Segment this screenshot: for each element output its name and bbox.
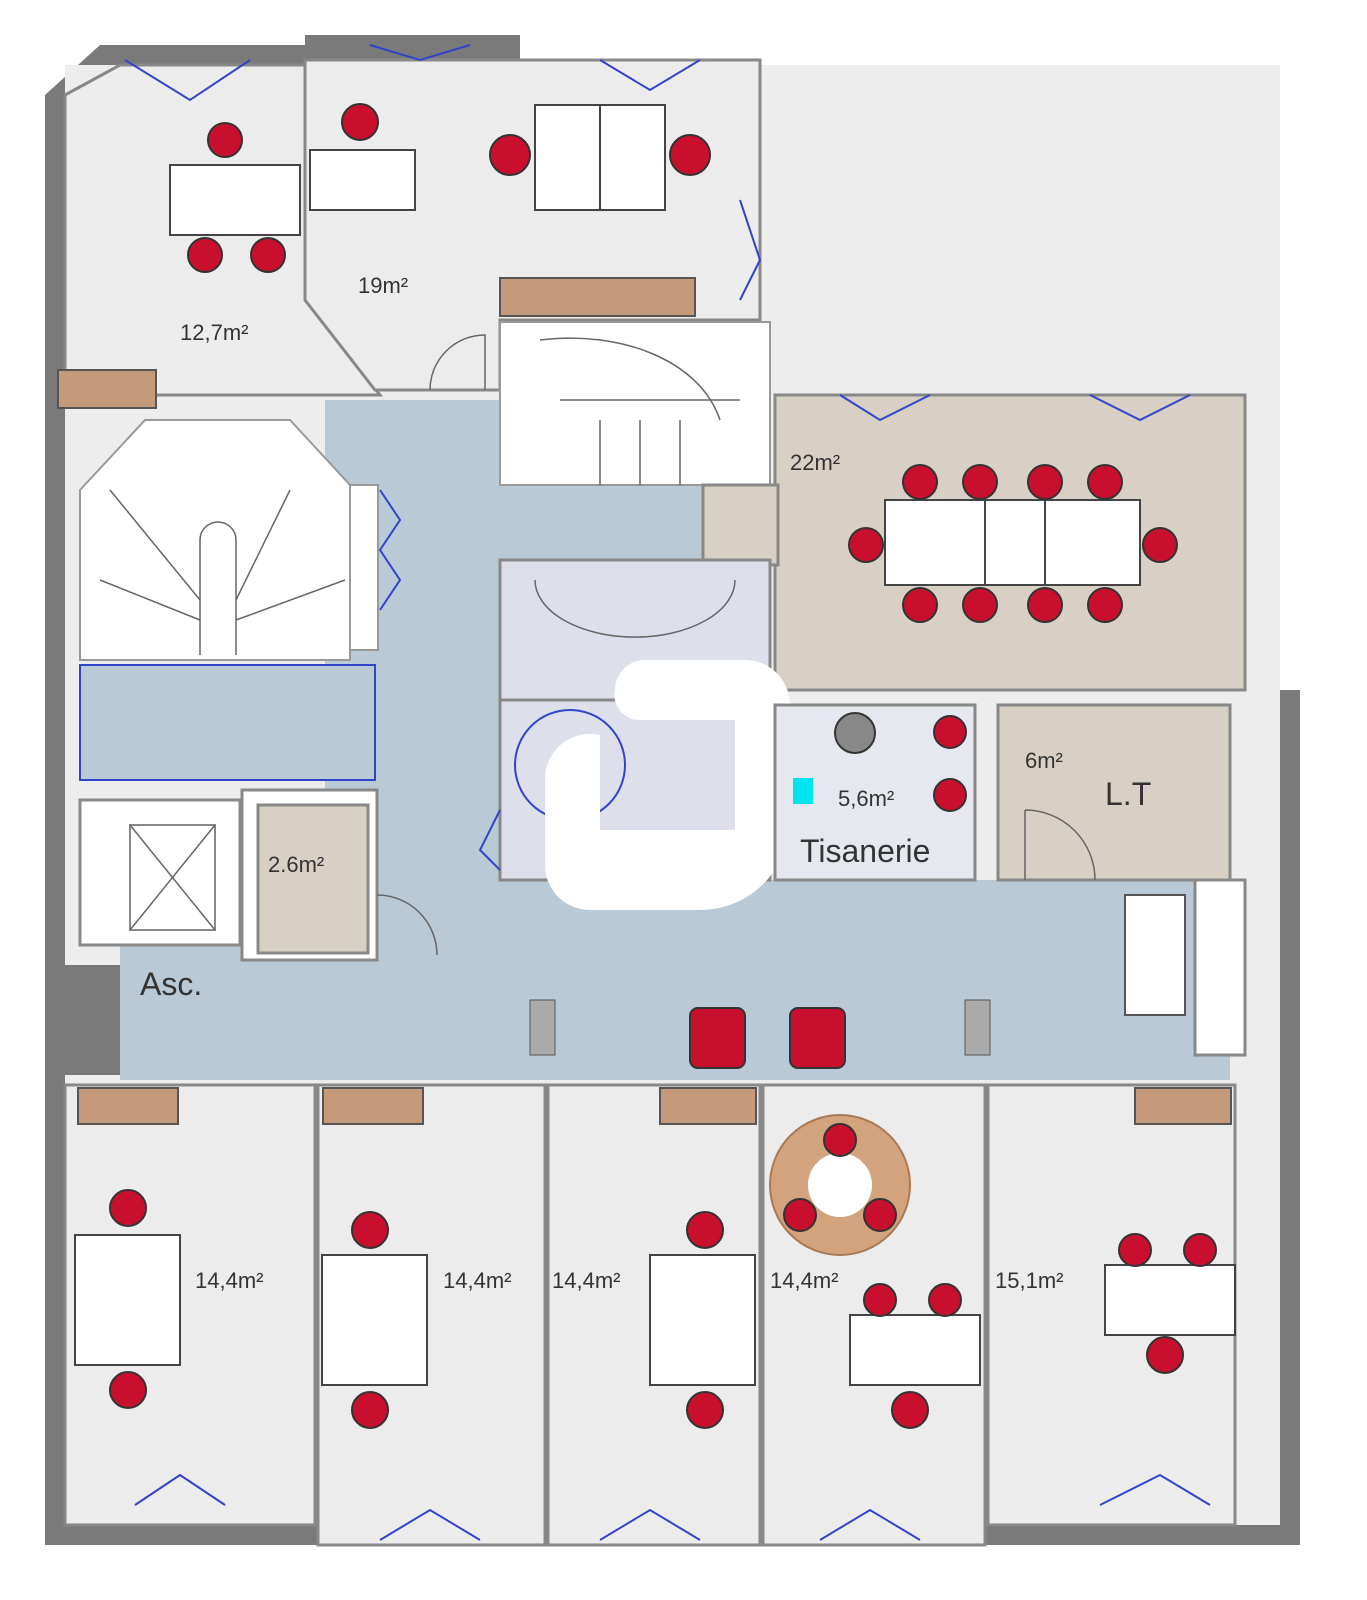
tisanerie: 5,6m² Tisanerie [773, 703, 977, 882]
room-label-b5: 15,1m² [995, 1268, 1063, 1293]
room-label-top-left: 12,7m² [180, 320, 248, 345]
room-label-top-center: 19m² [358, 273, 408, 298]
bottom-offices: 14,4m² 14,4m² 14,4m² 14,4m² 15,1m² [63, 1083, 1237, 1547]
corridor-furniture [65, 878, 1247, 1075]
room-label-meeting: 22m² [790, 450, 840, 475]
room-label-b3: 14,4m² [552, 1268, 620, 1293]
stairs-top [499, 321, 771, 486]
logo-watermark [544, 660, 790, 910]
office-top-left: 12,7m² [57, 59, 384, 409]
elevator: Asc. [78, 798, 242, 1002]
room-label-b1: 14,4m² [195, 1268, 263, 1293]
lt-room: 6m² L.T [996, 703, 1232, 882]
room-label-storage: 2.6m² [268, 852, 324, 877]
room-label-b4: 14,4m² [770, 1268, 838, 1293]
meeting-chairs [848, 464, 1178, 623]
room-label-b2: 14,4m² [443, 1268, 511, 1293]
elevator-label: Asc. [140, 966, 202, 1002]
room-label-tisanerie: Tisanerie [800, 833, 930, 869]
storage-room: 2.6m² [240, 788, 438, 962]
office-top-center: 19m² [303, 44, 762, 392]
stairs-left [79, 419, 402, 661]
room-label-tisanerie-area: 5,6m² [838, 786, 894, 811]
technical-shaft [79, 664, 376, 781]
room-label-lt: L.T [1105, 776, 1151, 812]
room-label-lt-area: 6m² [1025, 748, 1063, 773]
meeting-room: 22m² [701, 393, 1247, 692]
